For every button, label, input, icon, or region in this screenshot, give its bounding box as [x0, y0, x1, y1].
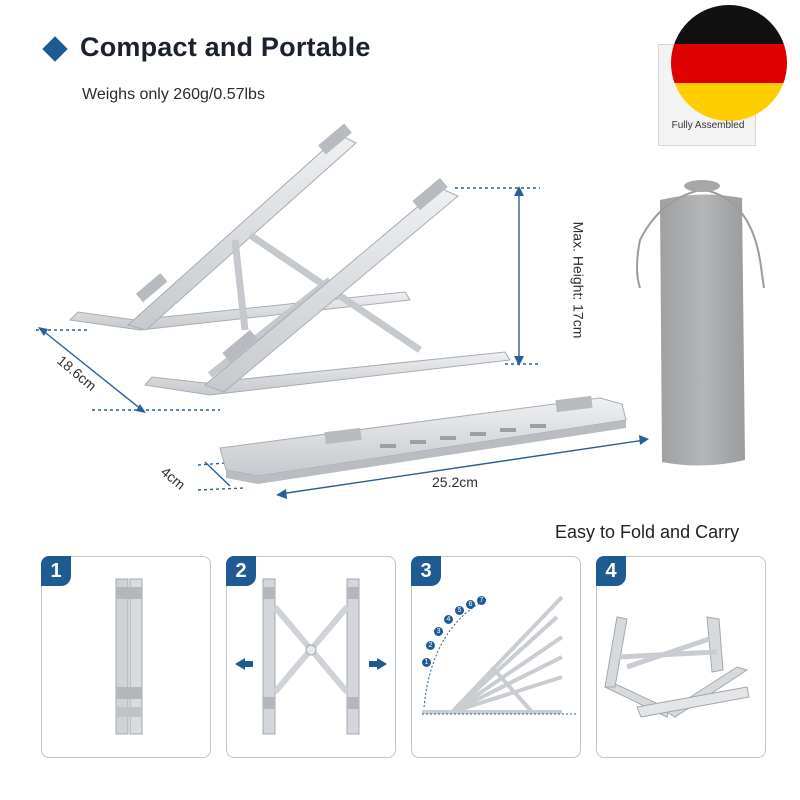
- step-number: 4: [596, 556, 626, 586]
- angle-marker: 5: [455, 606, 464, 615]
- angle-marker: 2: [426, 641, 435, 650]
- assembled-stand-icon: [604, 616, 750, 718]
- page-title: Compact and Portable: [80, 32, 371, 62]
- step-number: 1: [41, 556, 71, 586]
- assembled-label: Fully Assembled: [671, 120, 745, 131]
- storage-pouch: [636, 180, 765, 466]
- germany-flag-icon: [671, 5, 787, 121]
- step-panel-4: 4: [596, 556, 766, 758]
- step-panel-1: 1: [41, 556, 211, 758]
- unfold-stand-icon: [235, 578, 387, 735]
- weight-subtitle: Weighs only 260g/0.57lbs: [82, 86, 265, 103]
- angle-marker: 6: [466, 600, 475, 609]
- step-panel-3: 3 1 2 3 4 5 6 7: [411, 556, 581, 758]
- fold-caption: Easy to Fold and Carry: [555, 522, 740, 542]
- step-number: 2: [226, 556, 256, 586]
- angle-marker: 7: [477, 596, 486, 605]
- angle-adjust-icon: [422, 595, 577, 715]
- step-number: 3: [411, 556, 441, 586]
- step-panel-2: 2: [226, 556, 396, 758]
- angle-marker: 3: [434, 627, 443, 636]
- open-laptop-stand: [68, 123, 511, 396]
- angle-marker: 4: [444, 615, 453, 624]
- length-dimension-label: 25.2cm: [432, 474, 478, 490]
- angle-marker: 1: [422, 658, 431, 667]
- height-dimension-label: Max. Height: 17cm: [570, 221, 587, 339]
- dimension-lines: [36, 186, 649, 499]
- folded-stand-icon: [115, 578, 143, 735]
- folded-laptop-stand: [219, 395, 627, 484]
